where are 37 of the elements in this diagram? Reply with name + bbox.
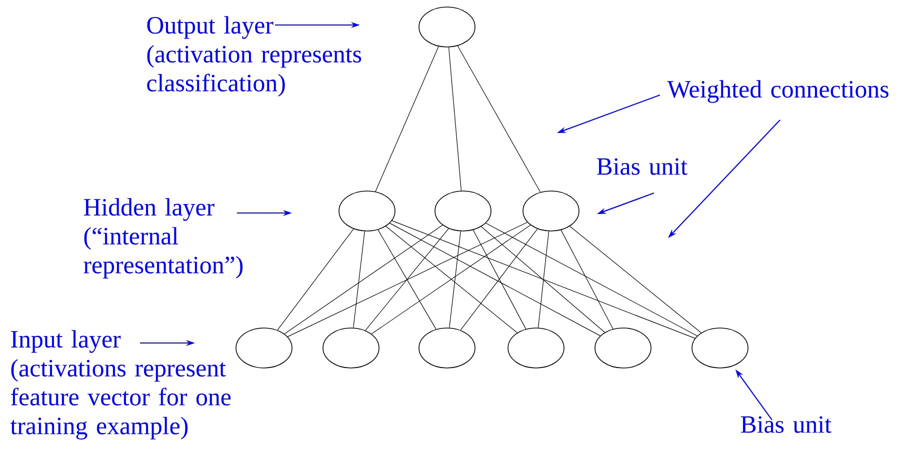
neuron-circle bbox=[522, 190, 580, 232]
annotation-text: Bias unit bbox=[740, 416, 832, 433]
connection-line bbox=[480, 226, 606, 333]
connection-line bbox=[287, 222, 528, 337]
connection-line bbox=[570, 226, 702, 334]
neuron-circle bbox=[434, 190, 492, 232]
neuron-circle bbox=[236, 328, 292, 368]
connection-line bbox=[472, 230, 526, 330]
neuron-circle bbox=[692, 328, 748, 368]
annotation-text: Input layer (activations represent feature vector for one training example) bbox=[10, 330, 231, 440]
connection-line bbox=[486, 222, 698, 336]
connection-line bbox=[449, 231, 461, 328]
neuron-circle bbox=[594, 328, 652, 368]
annotation-text: Bias unit bbox=[596, 158, 688, 175]
neuron-circle bbox=[338, 190, 396, 232]
connection-line bbox=[353, 231, 365, 328]
connection-line bbox=[284, 224, 443, 334]
neuron-circle bbox=[418, 6, 476, 48]
connection-line bbox=[386, 226, 518, 334]
neuron-circle bbox=[418, 328, 476, 368]
neuron-circle bbox=[322, 328, 380, 368]
connection-line bbox=[560, 230, 614, 330]
connection-line bbox=[365, 228, 449, 331]
connection-line bbox=[448, 47, 462, 191]
neuron-circle bbox=[508, 328, 564, 368]
connection-line bbox=[389, 222, 601, 336]
connection-line bbox=[457, 46, 541, 192]
connection-line bbox=[460, 228, 538, 330]
annotation-text: Weighted connections bbox=[667, 80, 888, 103]
connection-line bbox=[375, 46, 439, 192]
connection-line bbox=[277, 228, 354, 330]
connection-line bbox=[371, 224, 531, 334]
connection-line bbox=[538, 231, 550, 328]
annotation-text: Output layer (activation represents classification) bbox=[147, 16, 362, 97]
connection-line bbox=[378, 230, 436, 330]
connection-line bbox=[392, 220, 696, 339]
annotation-text: Hidden layer (“internal representation”) bbox=[84, 198, 243, 279]
